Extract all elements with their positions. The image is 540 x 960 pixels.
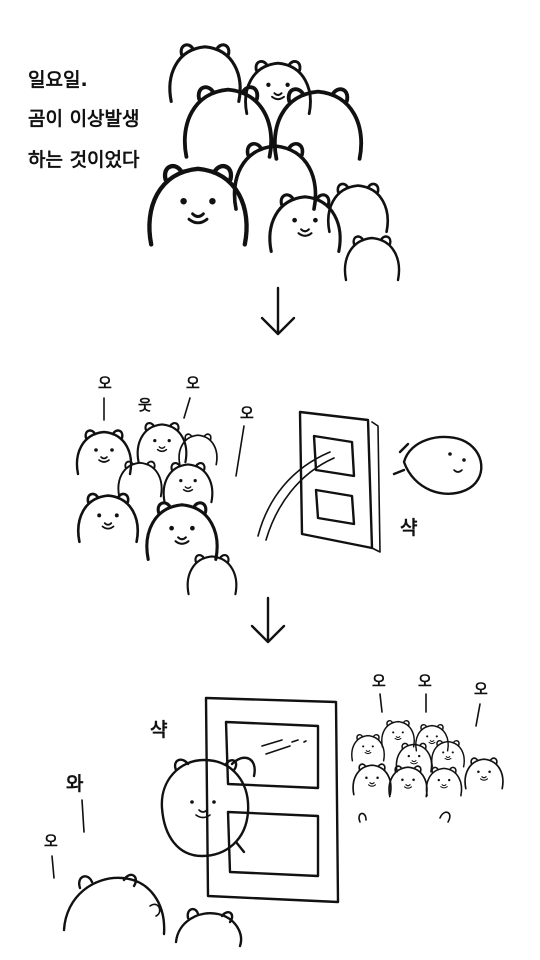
door-3 bbox=[204, 696, 340, 904]
panel-3: 샥 와 오 오 오 오 bbox=[44, 672, 504, 948]
sfx-2: 샥 bbox=[400, 517, 418, 539]
bear-crowd-2 bbox=[75, 421, 238, 596]
bear-crowd-1 bbox=[149, 43, 401, 282]
chant-3-2: 오 bbox=[418, 672, 432, 690]
chant-3-3: 오 bbox=[474, 680, 488, 698]
down-arrow-2 bbox=[250, 596, 286, 644]
chant-3-left: 오 bbox=[44, 832, 58, 850]
passing-bear-3 bbox=[160, 756, 256, 858]
door-2 bbox=[257, 410, 381, 553]
chant-2-3: 오 bbox=[186, 374, 200, 392]
chant-2-2: 웃 bbox=[138, 396, 152, 414]
chant-2-4: 오 bbox=[240, 404, 254, 422]
wow-text: 와 bbox=[66, 773, 84, 795]
down-arrow-1 bbox=[260, 286, 296, 336]
chant-2-1: 오 bbox=[98, 374, 112, 392]
bear-crowd-3 bbox=[351, 719, 504, 823]
panel-1: 일요일. 곰이 이상발생 하는 것이었다 bbox=[28, 43, 401, 282]
caption-line-1: 일요일. bbox=[28, 69, 88, 91]
panel-2: 오 웃 오 오 bbox=[75, 374, 483, 596]
foreground-bears-3 bbox=[62, 873, 243, 948]
caption-line-3: 하는 것이었다 bbox=[28, 149, 140, 171]
caption-line-2: 곰이 이상발생 bbox=[28, 108, 140, 130]
chant-3-1: 오 bbox=[372, 672, 386, 690]
leaping-bear-2 bbox=[392, 435, 483, 495]
sfx-3: 샥 bbox=[150, 719, 168, 741]
